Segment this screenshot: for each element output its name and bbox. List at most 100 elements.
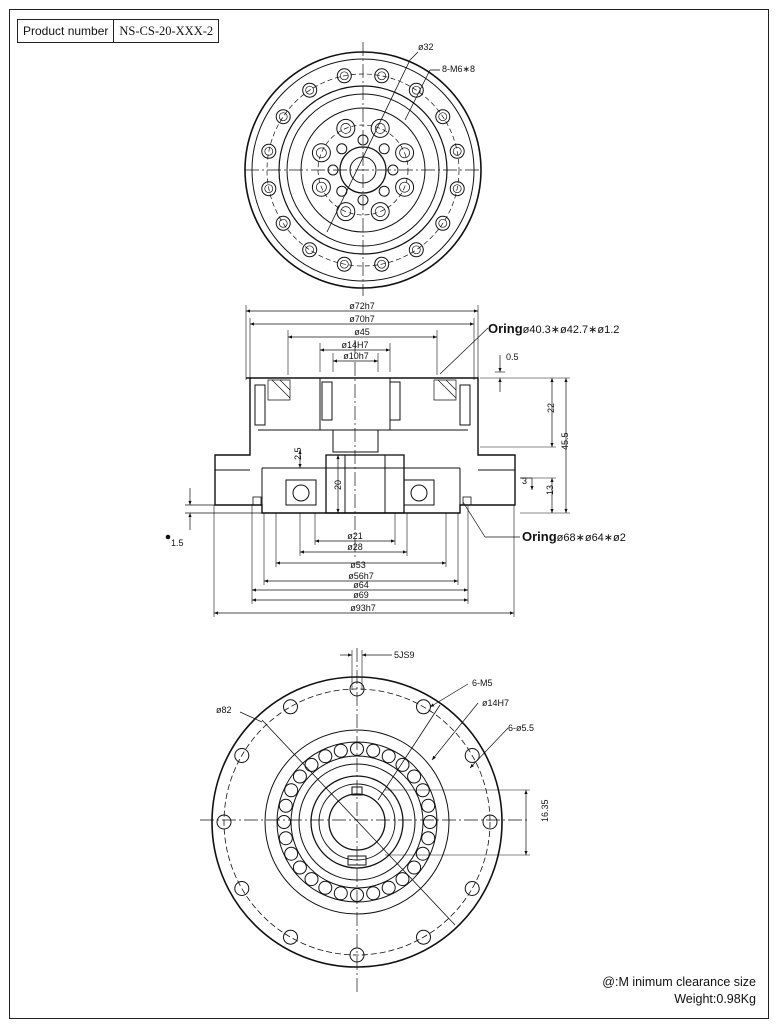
- mounting-hole: [349, 681, 365, 697]
- inner-bolt-hole-inner: [374, 123, 386, 134]
- bearing-ball: [366, 743, 381, 758]
- outer-bolt-hole: [449, 143, 465, 159]
- dim-10h7: ø10h7: [343, 351, 369, 361]
- drawing-frame: [9, 9, 769, 1019]
- label-dia-82: ø82: [216, 705, 232, 715]
- bearing-ball: [381, 880, 396, 895]
- outer-bolt-hole-inner: [452, 146, 462, 156]
- inner-bolt-hole: [370, 118, 390, 138]
- mounting-hole: [216, 814, 232, 830]
- dim-93h7: ø93h7: [350, 603, 376, 613]
- bearing-ball: [278, 798, 293, 813]
- outer-bolt-hole: [374, 256, 390, 272]
- dim-13: 13: [545, 485, 555, 495]
- dim-14h7: ø14H7: [341, 340, 368, 350]
- inner-bolt-hole-inner: [340, 206, 352, 217]
- inner-bolt-hole-inner: [340, 123, 352, 134]
- outer-bolt-hole-inner: [278, 112, 288, 122]
- inner-bolt-hole-inner: [316, 147, 327, 159]
- pin-hole: [327, 164, 339, 176]
- bearing-ball: [395, 757, 410, 772]
- outer-bolt-hole-inner: [452, 184, 462, 194]
- dim-53: ø53: [350, 560, 366, 570]
- dim-28: ø28: [347, 542, 363, 552]
- outer-bolt-hole: [336, 68, 352, 84]
- bearing-ball: [395, 872, 410, 887]
- bearing-ball: [278, 831, 293, 846]
- dim-0-5: 0.5: [506, 352, 519, 362]
- bearing-ball: [350, 888, 364, 902]
- label-6-dia-5-5: 6-ø5.5: [508, 723, 534, 733]
- section-view: [213, 305, 570, 617]
- outer-bolt-hole-inner: [278, 218, 288, 228]
- inner-bolt-hole: [336, 118, 356, 138]
- title-block: Product number NS-CS-20-XXX-2: [17, 19, 220, 43]
- outer-bolt-hole-inner: [264, 146, 274, 156]
- bearing-ball: [277, 815, 291, 829]
- bearing-ball: [381, 749, 396, 764]
- outer-bolt-hole-inner: [305, 85, 315, 95]
- outer-bolt-hole: [261, 143, 277, 159]
- dim-22: 22: [546, 403, 556, 413]
- outer-bolt-hole-inner: [305, 245, 315, 255]
- outer-bolt-hole-inner: [339, 71, 349, 81]
- bearing-ball: [407, 860, 422, 875]
- outer-bolt-hole: [261, 181, 277, 197]
- outer-bolt-hole-inner: [339, 259, 349, 269]
- inner-bolt-hole: [311, 143, 331, 163]
- outer-bolt-hole-inner: [438, 218, 448, 228]
- bearing-ball: [333, 743, 348, 758]
- dim-21: ø21: [347, 531, 363, 541]
- weight-note: Weight:0.98Kg: [674, 992, 756, 1006]
- dim-45: ø45: [354, 327, 370, 337]
- bottom-dimension-lines: [239, 653, 528, 855]
- clearance-marker: [165, 534, 171, 540]
- label-6-m5: 6-M5: [472, 678, 493, 688]
- title-block-label: Product number: [23, 24, 109, 38]
- outer-bolt-hole-inner: [411, 245, 421, 255]
- inner-bolt-hole-inner: [374, 206, 386, 217]
- bearing-ball: [366, 886, 381, 901]
- bottom-view: [200, 648, 530, 995]
- bearing-ball: [318, 749, 333, 764]
- label-5js9: 5JS9: [394, 650, 415, 660]
- outer-bolt-hole: [302, 242, 318, 258]
- label-8-m6: 8-M6∗8: [442, 64, 475, 74]
- dim-64: ø64: [353, 580, 369, 590]
- outer-bolt-hole-inner: [377, 71, 387, 81]
- bearing-ball: [304, 757, 319, 772]
- mounting-hole: [464, 748, 480, 763]
- outer-bolt-hole: [449, 181, 465, 197]
- bearing-ball: [304, 872, 319, 887]
- pin-hole: [357, 194, 369, 206]
- section-dimension-lines: [185, 309, 568, 615]
- dim-56h7: ø56h7: [348, 571, 374, 581]
- bearing-ball: [423, 815, 437, 829]
- bearing-ball: [284, 783, 299, 798]
- outer-bolt-hole: [275, 109, 291, 125]
- outer-bolt-hole: [336, 256, 352, 272]
- mounting-hole: [283, 929, 298, 945]
- dim-70h7: ø70h7: [349, 314, 375, 324]
- dim-45-5: 45.5: [560, 432, 570, 450]
- bearing-ball: [292, 860, 307, 875]
- bearing-ball: [292, 769, 307, 784]
- pin-hole: [387, 164, 399, 176]
- bearing-ball: [318, 880, 333, 895]
- pin-hole: [378, 185, 390, 197]
- outer-bolt-hole: [302, 82, 318, 98]
- inner-bolt-hole: [395, 177, 415, 197]
- bearing-ball: [333, 886, 348, 901]
- outer-bolt-hole-inner: [264, 184, 274, 194]
- pin-hole: [378, 143, 390, 155]
- outer-bolt-hole-inner: [438, 112, 448, 122]
- notes: @:M inimum clearance size Weight:0.98Kg: [602, 974, 756, 1008]
- dim-3: 3: [522, 476, 527, 486]
- label-14h7: ø14H7: [482, 698, 509, 708]
- dim-1-5: 1.5: [171, 538, 184, 548]
- top-view: [244, 42, 482, 296]
- inner-bolt-hole: [395, 143, 415, 163]
- clearance-note: @:M inimum clearance size: [602, 975, 756, 989]
- inner-bolt-hole-inner: [316, 181, 327, 193]
- outer-bolt-hole: [408, 242, 424, 258]
